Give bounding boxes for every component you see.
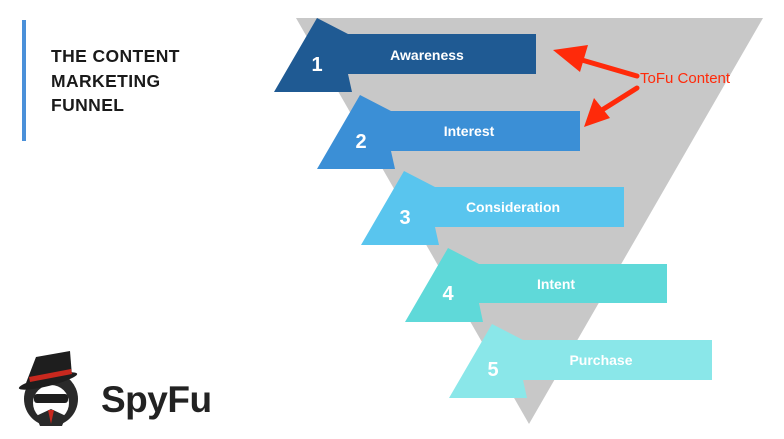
stage-2-ribbon (317, 95, 580, 169)
stage-1-ribbon (274, 18, 536, 92)
title-line-3: FUNNEL (51, 95, 125, 115)
tofu-arrow-1-head (553, 45, 588, 72)
stage-2-number: 2 (355, 131, 366, 153)
stage-5: 5 Purchase (449, 324, 712, 398)
tofu-annotation: ToFu Content (553, 45, 731, 127)
accent-bar (22, 20, 26, 141)
stage-4-ribbon (405, 248, 667, 322)
stage-3-label: Consideration (466, 199, 560, 215)
stage-2-label: Interest (444, 123, 495, 139)
stage-5-number: 5 (487, 359, 498, 381)
title-line-1: THE CONTENT (51, 46, 180, 66)
stage-1-number: 1 (311, 54, 322, 76)
stage-3: 3 Consideration (361, 171, 624, 245)
stage-1: 1 Awareness (274, 18, 536, 92)
spyfu-logo: SpyFu (18, 351, 212, 426)
logo-wordmark: SpyFu (101, 379, 212, 420)
stage-4: 4 Intent (405, 248, 667, 322)
spy-hat-icon (18, 351, 78, 426)
tofu-arrow-1-shaft (572, 55, 640, 79)
tofu-arrow-2-shaft (599, 85, 640, 113)
tofu-label: ToFu Content (640, 70, 731, 87)
stage-3-ribbon (361, 171, 624, 245)
stage-4-label: Intent (537, 276, 575, 292)
tofu-arrow-2-head (584, 98, 610, 127)
stage-4-number: 4 (442, 283, 454, 305)
stage-5-label: Purchase (569, 352, 632, 368)
stage-3-number: 3 (399, 207, 410, 229)
title-line-2: MARKETING (51, 70, 161, 91)
stage-5-ribbon (449, 324, 712, 398)
page-title: THE CONTENT MARKETING FUNNEL (51, 44, 251, 118)
stage-1-label: Awareness (390, 47, 464, 63)
stage-2: 2 Interest (317, 95, 580, 169)
